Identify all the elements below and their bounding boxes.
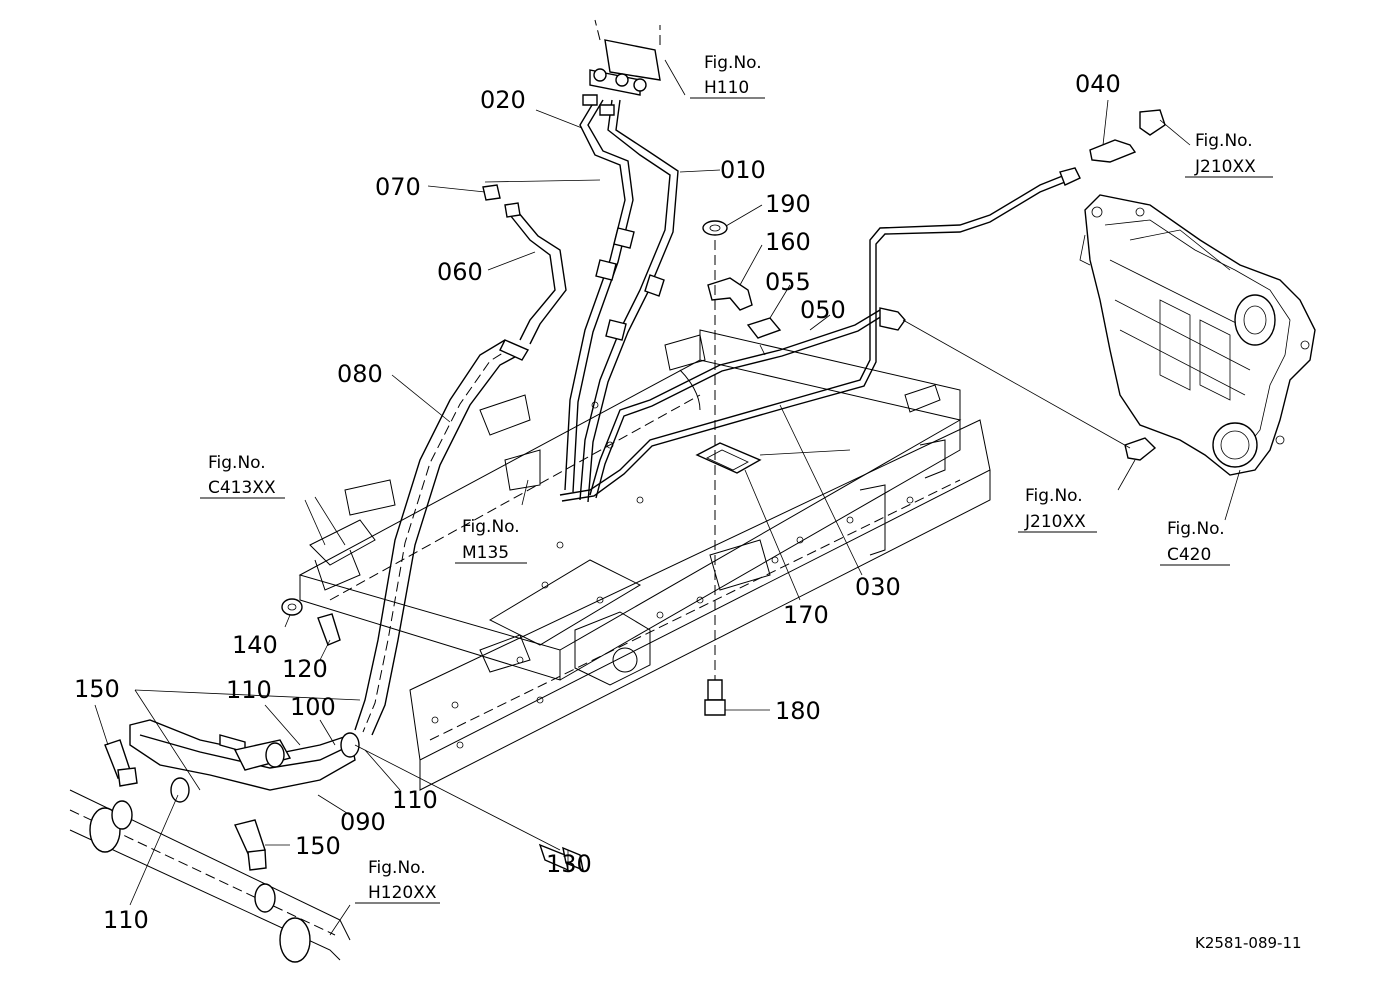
- label-060: 060: [437, 258, 483, 286]
- label-050: 050: [800, 296, 846, 324]
- figure-ref-j210-mid-code: J210XX: [1024, 512, 1086, 532]
- label-030: 030: [855, 573, 901, 601]
- chassis-frame: [298, 329, 991, 791]
- figure-ref-h110-code: H110: [704, 78, 749, 98]
- lower-axle: [69, 789, 351, 963]
- leader-lines: [94, 59, 1241, 936]
- label-120: 120: [282, 655, 328, 683]
- figure-ref-m135-code: M135: [462, 543, 509, 563]
- steel-pipe-030: [589, 307, 906, 499]
- label-090: 090: [340, 808, 386, 836]
- figure-ref-h110: Fig.No. H110: [690, 53, 765, 99]
- hose-090: [129, 719, 356, 791]
- label-100: 100: [290, 693, 336, 721]
- figure-ref-h120: Fig.No. H120XX: [355, 858, 440, 904]
- label-110-upper: 110: [226, 676, 272, 704]
- figure-ref-j210-mid: Fig.No. J210XX: [1018, 486, 1097, 533]
- label-110-right: 110: [392, 786, 438, 814]
- plate-170: [695, 442, 762, 474]
- figure-ref-j210-top: Fig.No. J210XX: [1185, 131, 1273, 178]
- fitting-070: [482, 184, 521, 218]
- label-080: 080: [337, 360, 383, 388]
- sleeve-055: [746, 317, 782, 356]
- frame-holes: [431, 401, 914, 749]
- label-070: 070: [375, 173, 421, 201]
- label-055: 055: [765, 268, 811, 296]
- figure-ref-m135: Fig.No. M135: [455, 517, 527, 564]
- gearbox-housing: [1079, 194, 1316, 476]
- clamp-160: [707, 277, 753, 311]
- steel-pipe-050: [559, 167, 1081, 502]
- figure-ref-j210-top-title: Fig.No.: [1195, 131, 1253, 151]
- label-160: 160: [765, 228, 811, 256]
- figure-ref-m135-title: Fig.No.: [462, 517, 520, 537]
- label-020: 020: [480, 86, 526, 114]
- figure-ref-h120-code: H120XX: [368, 883, 437, 903]
- figure-ref-j210-top-code: J210XX: [1194, 157, 1256, 177]
- figure-ref-c413-title: Fig.No.: [208, 453, 266, 473]
- grommet-190: [702, 220, 728, 236]
- elbow-150-left: [104, 739, 138, 787]
- sleeved-hose-080: [354, 339, 530, 736]
- fitting-040: [1089, 109, 1166, 163]
- hose-010-020: [564, 94, 679, 503]
- figure-ref-c420-title: Fig.No.: [1167, 519, 1225, 539]
- label-170: 170: [783, 601, 829, 629]
- clamp-120: [317, 613, 341, 646]
- valve-block: [589, 19, 661, 96]
- figure-ref-c413: Fig.No. C413XX: [200, 453, 285, 499]
- label-010: 010: [720, 156, 766, 184]
- label-150-right: 150: [295, 832, 341, 860]
- figure-ref-j210-mid-title: Fig.No.: [1025, 486, 1083, 506]
- figure-ref-c420: Fig.No. C420: [1160, 519, 1230, 566]
- label-140: 140: [232, 631, 278, 659]
- label-180: 180: [775, 697, 821, 725]
- figure-ref-c413-code: C413XX: [208, 478, 276, 498]
- figure-ref-h110-title: Fig.No.: [704, 53, 762, 73]
- label-110-bottom: 110: [103, 906, 149, 934]
- part-number-labels: 010 020 030 040 050 055 060 070 080 090 …: [74, 70, 1121, 934]
- label-130: 130: [546, 850, 592, 878]
- drawing-code: K2581-089-11: [1195, 934, 1302, 952]
- elbow-150-right: [234, 819, 267, 871]
- clamp-110: [170, 732, 360, 803]
- label-040: 040: [1075, 70, 1121, 98]
- nut-140: [281, 598, 303, 616]
- hose-060: [509, 211, 567, 345]
- label-150-left: 150: [74, 675, 120, 703]
- bolt-180: [704, 240, 726, 716]
- figure-ref-c420-code: C420: [1167, 545, 1211, 565]
- label-190: 190: [765, 190, 811, 218]
- fitting-j210-mid: [1124, 437, 1157, 461]
- figure-ref-h120-title: Fig.No.: [368, 858, 426, 878]
